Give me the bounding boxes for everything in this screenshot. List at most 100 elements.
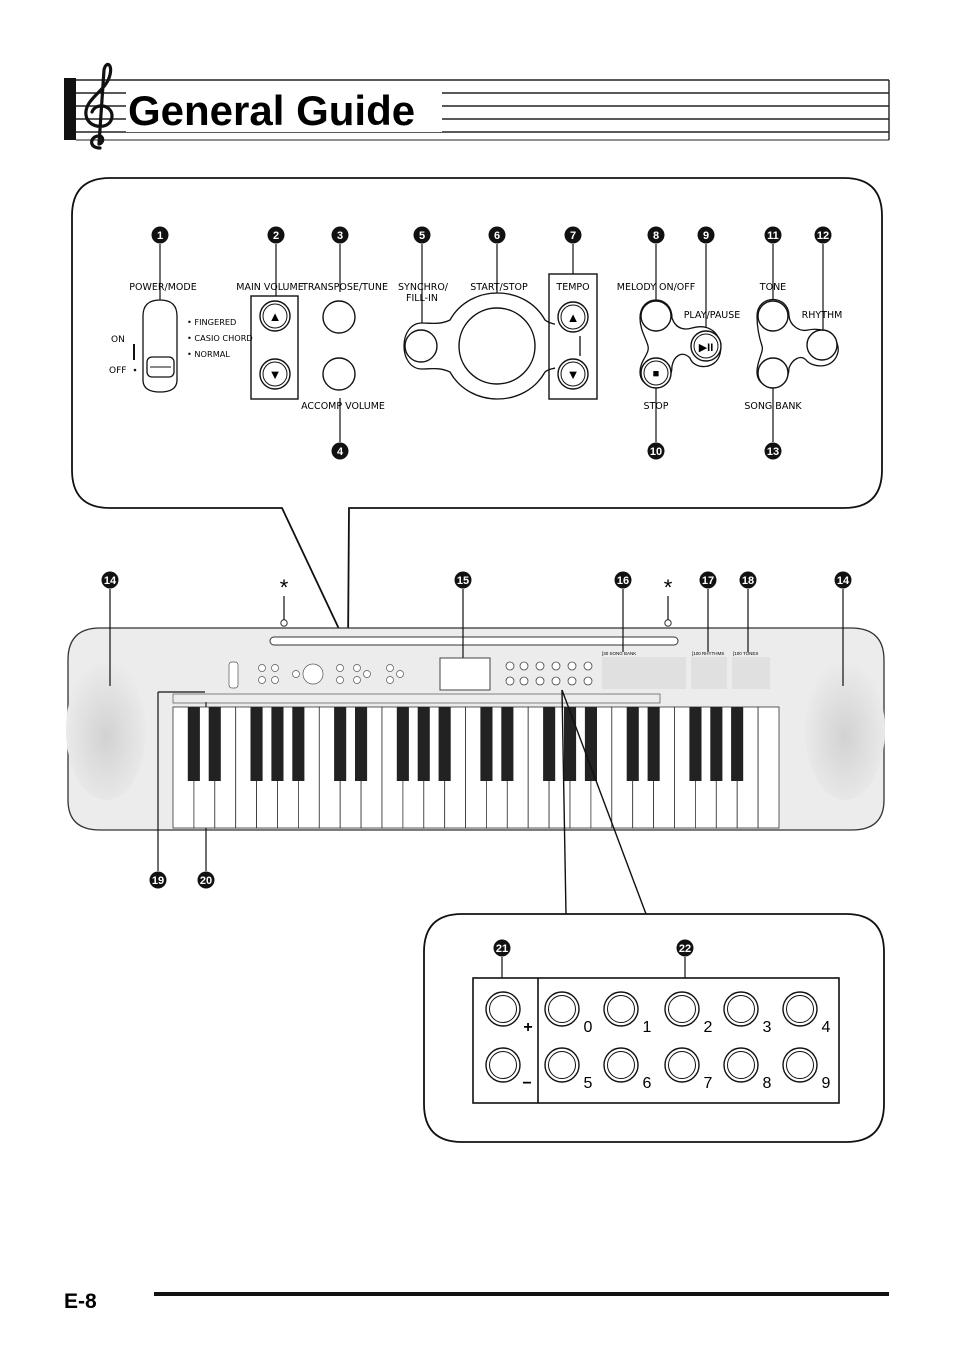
callout-16: 16 [614,571,632,589]
transpose-group: TRANSPOSE/TUNE ACCOMP VOLUME [301,282,388,412]
callout-17: 17 [699,571,717,589]
plus-button[interactable] [485,991,521,1027]
minus-label: − [522,1075,531,1092]
black-key[interactable] [710,707,723,781]
tempo-label: TEMPO [555,282,589,293]
tempo-frame [548,273,598,400]
black-key[interactable] [250,707,263,781]
tempo-down-button[interactable]: ▼ [555,356,591,392]
svg-text:17: 17 [702,575,714,587]
synchro-label-line1: SYNCHRO/ [398,282,449,293]
svg-text:7: 7 [570,230,576,242]
digit-button-1[interactable] [603,991,639,1027]
callout-3: 3 [331,226,349,244]
black-key[interactable] [208,707,221,781]
tempo-up-button[interactable]: ▲ [555,300,591,336]
accomp-volume-button[interactable] [322,357,356,391]
song-bank-button[interactable] [757,357,789,389]
svg-text:14: 14 [104,575,117,587]
rhythm-button[interactable] [806,329,838,361]
minus-button[interactable] [485,1047,521,1083]
black-key[interactable] [689,707,702,781]
digit-button-2[interactable] [664,991,700,1027]
tone-rhythm-cluster: TONE RHYTHM SONG BANK [744,282,842,412]
main-volume-up-button[interactable]: ▲ [259,300,291,332]
svg-text:5: 5 [419,230,425,242]
stop-icon: ■ [653,368,660,380]
panel-detail-callout [71,177,883,649]
header-black-bar [64,78,76,140]
svg-text:16: 16 [617,575,629,587]
black-key[interactable] [626,707,639,781]
play-pause-button[interactable]: ▶II [690,330,722,362]
digit-button-4[interactable] [782,991,818,1027]
svg-text:22: 22 [679,943,691,955]
accomp-volume-label: ACCOMP VOLUME [301,401,385,412]
main-volume-down-button[interactable]: ▼ [259,358,291,390]
normal-label: • NORMAL [187,349,230,359]
asterisk-right: * [664,575,673,600]
digit-label: 6 [643,1075,652,1092]
black-key[interactable] [584,707,597,781]
black-key[interactable] [731,707,744,781]
black-key[interactable] [417,707,430,781]
svg-text:14: 14 [837,575,850,587]
melody-on-off-button[interactable] [640,300,672,332]
melody-on-off-label: MELODY ON/OFF [617,282,695,293]
main-volume-group: MAIN VOLUME ▲ ▼ [236,282,304,400]
digit-label: 9 [822,1075,831,1092]
numpad-callout-numbers: 21 22 [493,939,694,957]
svg-text:11: 11 [767,230,779,242]
callout-1: 1 [151,226,169,244]
song-play-cluster: MELODY ON/OFF PLAY/PAUSE ▶II ■ STOP [617,282,741,412]
rhythms-list-box [691,657,727,689]
power-mode-label: POWER/MODE [129,282,196,293]
digit-button-3[interactable] [723,991,759,1027]
white-key[interactable] [757,706,780,829]
black-key[interactable] [355,707,368,781]
footer-rule [154,1292,889,1296]
svg-text:3: 3 [337,230,343,242]
svg-text:12: 12 [817,230,829,242]
song-bank-list-label: [30 SONG BANK [602,651,636,656]
black-key[interactable] [543,707,556,781]
black-key[interactable] [501,707,514,781]
play-pause-icon: ▶II [699,342,714,354]
black-key[interactable] [564,707,577,781]
black-key[interactable] [396,707,409,781]
song-bank-label: SONG BANK [744,401,802,412]
black-key[interactable] [438,707,451,781]
digit-button-7[interactable] [664,1047,700,1083]
tone-button[interactable] [757,300,789,332]
digit-button-0[interactable] [544,991,580,1027]
stop-button[interactable]: ■ [640,357,672,389]
main-volume-frame [250,295,299,400]
black-key[interactable] [271,707,284,781]
on-label: ON [111,335,125,345]
start-stop-button[interactable] [458,307,536,385]
transpose-tune-button[interactable] [322,300,356,334]
keyboard-callout-numbers: 14 15 16 17 18 14 19 20 [101,571,852,889]
tones-list-box [732,657,770,689]
page-header: General Guide [64,62,890,150]
black-key[interactable] [480,707,493,781]
callout-12: 12 [814,226,832,244]
svg-text:4: 4 [337,446,344,458]
start-stop-label: START/STOP [470,282,528,293]
synchro-fill-in-button[interactable] [404,329,438,363]
digit-button-6[interactable] [603,1047,639,1083]
svg-text:13: 13 [767,446,779,458]
black-key[interactable] [292,707,305,781]
synchro-label-line2: FILL-IN [406,293,438,304]
callout-18: 18 [739,571,757,589]
digit-button-5[interactable] [544,1047,580,1083]
tones-list-label: [100 TONES [733,651,758,656]
black-key[interactable] [187,707,200,781]
black-key[interactable] [334,707,347,781]
black-key[interactable] [647,707,660,781]
rhythms-list-label: [100 RHYTHMS [692,651,724,656]
callout-8: 8 [647,226,665,244]
digit-button-9[interactable] [782,1047,818,1083]
power-mode-switch-track [142,299,178,393]
digit-button-8[interactable] [723,1047,759,1083]
